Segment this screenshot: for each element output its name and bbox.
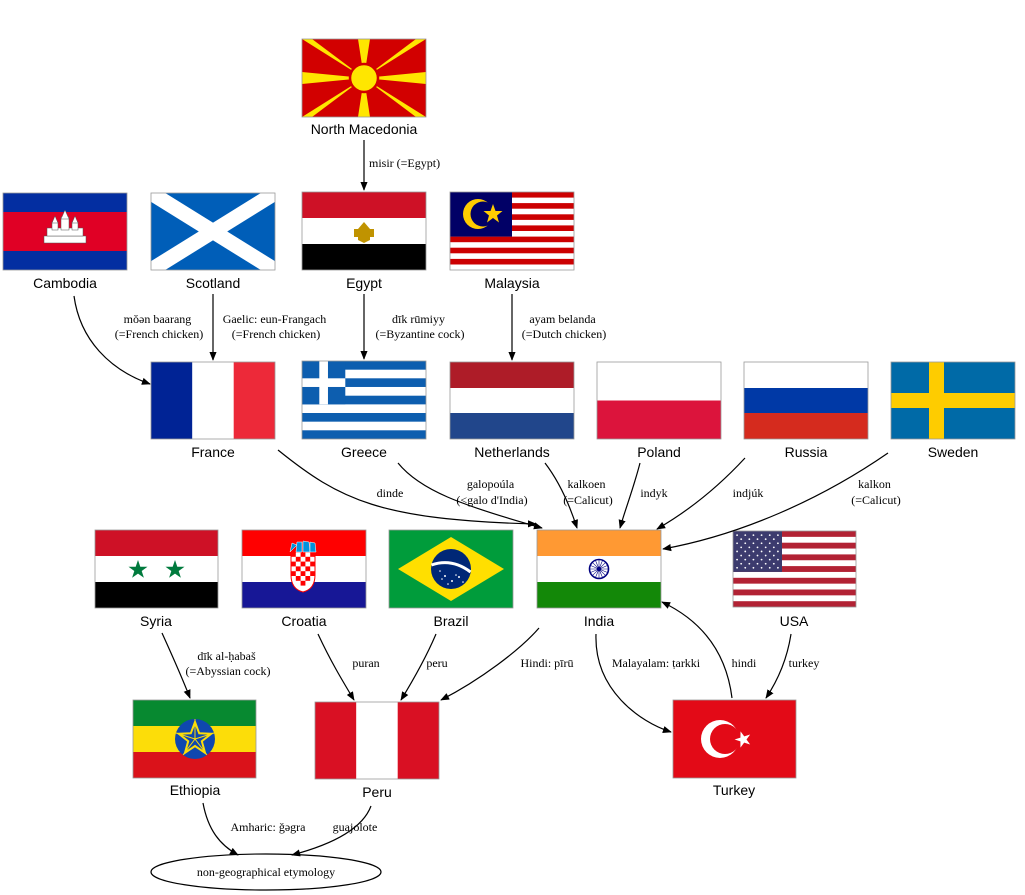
edge-sweden-india bbox=[662, 452, 889, 552]
label-peru: Peru bbox=[362, 784, 392, 800]
edge-turkey-india bbox=[661, 601, 733, 699]
edge-label-croatia-peru: puran bbox=[352, 656, 379, 670]
edge-label-france-india: dinde bbox=[377, 486, 404, 500]
label-russia: Russia bbox=[785, 444, 828, 460]
edge-croatia-peru bbox=[317, 633, 355, 701]
flag-netherlands bbox=[449, 361, 575, 440]
edge-label-turkey-india: hindi bbox=[732, 656, 757, 670]
edge-label-russia-india: indjúk bbox=[733, 486, 764, 500]
edge-label-ethiopia-root: Amharic: ǧəgra bbox=[231, 820, 307, 834]
label-sweden: Sweden bbox=[928, 444, 979, 460]
edge-label-netherlands-india: kalkoen (=Calicut) bbox=[563, 477, 612, 507]
label-egypt: Egypt bbox=[346, 275, 382, 291]
label-north-macedonia: North Macedonia bbox=[311, 121, 418, 137]
edge-russia-india bbox=[656, 457, 746, 530]
flag-croatia bbox=[241, 529, 367, 609]
edge-poland-india bbox=[618, 462, 641, 529]
edge-france-india bbox=[277, 449, 537, 528]
flag-syria bbox=[94, 529, 219, 609]
label-croatia: Croatia bbox=[281, 613, 326, 629]
flag-cambodia bbox=[2, 192, 128, 271]
flag-russia bbox=[743, 361, 869, 440]
label-poland: Poland bbox=[637, 444, 681, 460]
label-cambodia: Cambodia bbox=[33, 275, 97, 291]
flag-ethiopia bbox=[132, 699, 257, 779]
edge-label-egypt-greece: dīk rūmiyy (=Byzantine cock) bbox=[375, 312, 464, 341]
edge-greece-india bbox=[397, 462, 543, 530]
label-brazil: Brazil bbox=[433, 613, 468, 629]
edge-label-india-peru: Hindi: pīrū bbox=[521, 656, 574, 670]
label-netherlands: Netherlands bbox=[474, 444, 550, 460]
edge-usa-turkey bbox=[765, 633, 792, 699]
label-malaysia: Malaysia bbox=[484, 275, 539, 291]
flag-egypt bbox=[301, 191, 427, 271]
edge-india-peru bbox=[440, 627, 540, 701]
edge-ethiopia-root bbox=[202, 802, 239, 856]
edge-peru-root bbox=[291, 805, 372, 857]
edge-label-macedonia-egypt: misir (=Egypt) bbox=[369, 156, 440, 170]
flag-peru bbox=[314, 701, 440, 780]
label-france: France bbox=[191, 444, 235, 460]
flag-scotland bbox=[147, 186, 279, 277]
flag-north-macedonia bbox=[301, 38, 427, 118]
edge-labels: misir (=Egypt) mŏən baarang (=French chi… bbox=[115, 156, 901, 834]
edge-syria-ethiopia bbox=[161, 632, 191, 699]
flag-india bbox=[536, 529, 662, 609]
edge-label-brazil-peru: peru bbox=[426, 656, 447, 670]
label-root: non-geographical etymology bbox=[197, 865, 335, 879]
label-usa: USA bbox=[780, 613, 809, 629]
edge-label-cambodia-france: mŏən baarang (=French chicken) bbox=[115, 312, 203, 341]
label-turkey: Turkey bbox=[713, 782, 755, 798]
label-ethiopia: Ethiopia bbox=[170, 782, 221, 798]
flag-brazil bbox=[388, 529, 514, 609]
edge-india-turkey bbox=[595, 633, 672, 733]
root-ellipse bbox=[150, 853, 382, 891]
node-labels: North Macedonia Cambodia Scotland Egypt … bbox=[33, 121, 978, 879]
flag-france bbox=[150, 361, 276, 440]
label-scotland: Scotland bbox=[186, 275, 240, 291]
flag-poland bbox=[596, 361, 722, 440]
edge-netherlands-india bbox=[544, 462, 578, 529]
edge-label-malaysia-netherlands: ayam belanda (=Dutch chicken) bbox=[522, 312, 606, 341]
edge-label-scotland-france: Gaelic: eun-Frangach (=French chicken) bbox=[223, 312, 330, 341]
edge-cambodia-france bbox=[73, 295, 151, 385]
label-syria: Syria bbox=[140, 613, 172, 629]
flag-turkey bbox=[672, 699, 797, 779]
flag-greece bbox=[301, 360, 427, 440]
edge-label-poland-india: indyk bbox=[640, 486, 667, 500]
label-greece: Greece bbox=[341, 444, 387, 460]
edge-label-greece-india: galopoúla (<galo d'India) bbox=[456, 477, 527, 507]
flag-malaysia bbox=[449, 191, 575, 271]
flag-usa bbox=[732, 530, 857, 608]
edge-label-peru-root: guajolote bbox=[333, 820, 378, 834]
edge-label-india-turkey: Malayalam: ṭarkki bbox=[612, 656, 701, 670]
label-india: India bbox=[584, 613, 615, 629]
edges bbox=[73, 140, 889, 857]
edge-label-syria-ethiopia: dīk al-ḥabaš (=Abyssian cock) bbox=[185, 649, 270, 678]
edge-label-usa-turkey: turkey bbox=[789, 656, 820, 670]
edge-brazil-peru bbox=[400, 633, 437, 701]
flag-sweden bbox=[890, 361, 1016, 440]
edge-label-sweden-india: kalkon (=Calicut) bbox=[851, 477, 900, 507]
